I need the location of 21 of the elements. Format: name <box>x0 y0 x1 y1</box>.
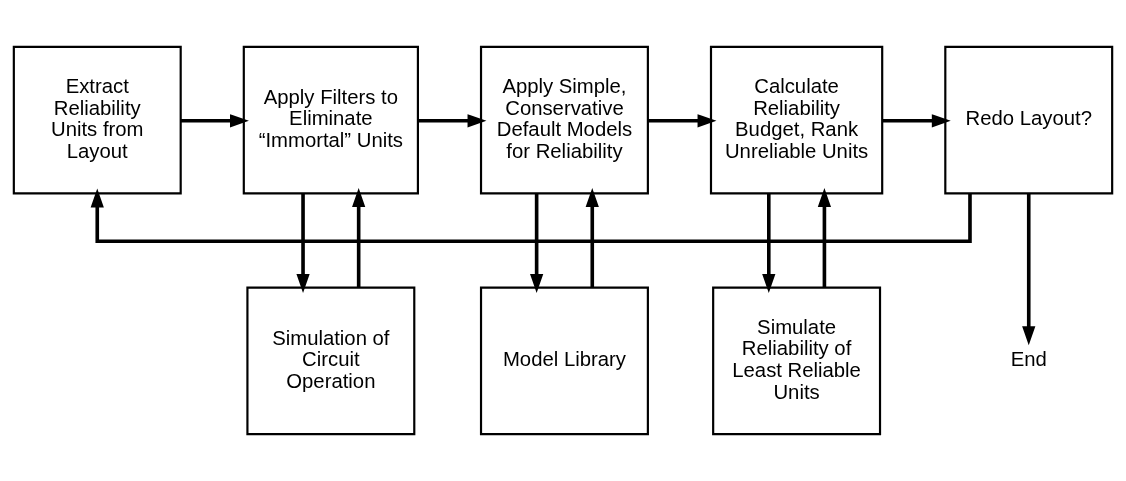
node-box: Apply Simple, Conservative Default Models for Reliability <box>479 45 649 195</box>
node-box: Redo Layout? <box>944 45 1114 195</box>
arrow <box>762 193 776 293</box>
arrow <box>585 188 599 288</box>
node-box: Extract Reliability Units from Layout <box>12 45 182 195</box>
node-box: Simulate Reliability of Least Reliable Units <box>712 286 882 436</box>
arrow <box>180 114 249 128</box>
node-box: Calculate Reliability Budget, Rank Unreliable Units <box>709 45 884 195</box>
arrow <box>296 193 310 293</box>
arrow <box>90 188 972 244</box>
arrow <box>882 114 951 128</box>
node-box: Simulation of Circuit Operation <box>246 286 416 436</box>
arrow <box>418 114 487 128</box>
arrow <box>1022 193 1036 346</box>
arrow <box>817 188 832 288</box>
node-box: Apply Filters to Eliminate “Immortal” Units <box>242 45 419 195</box>
arrow <box>352 188 366 288</box>
node-box: Model Library <box>479 286 649 436</box>
node-text: End <box>1010 348 1047 371</box>
arrow <box>648 114 717 128</box>
arrow <box>530 193 544 293</box>
